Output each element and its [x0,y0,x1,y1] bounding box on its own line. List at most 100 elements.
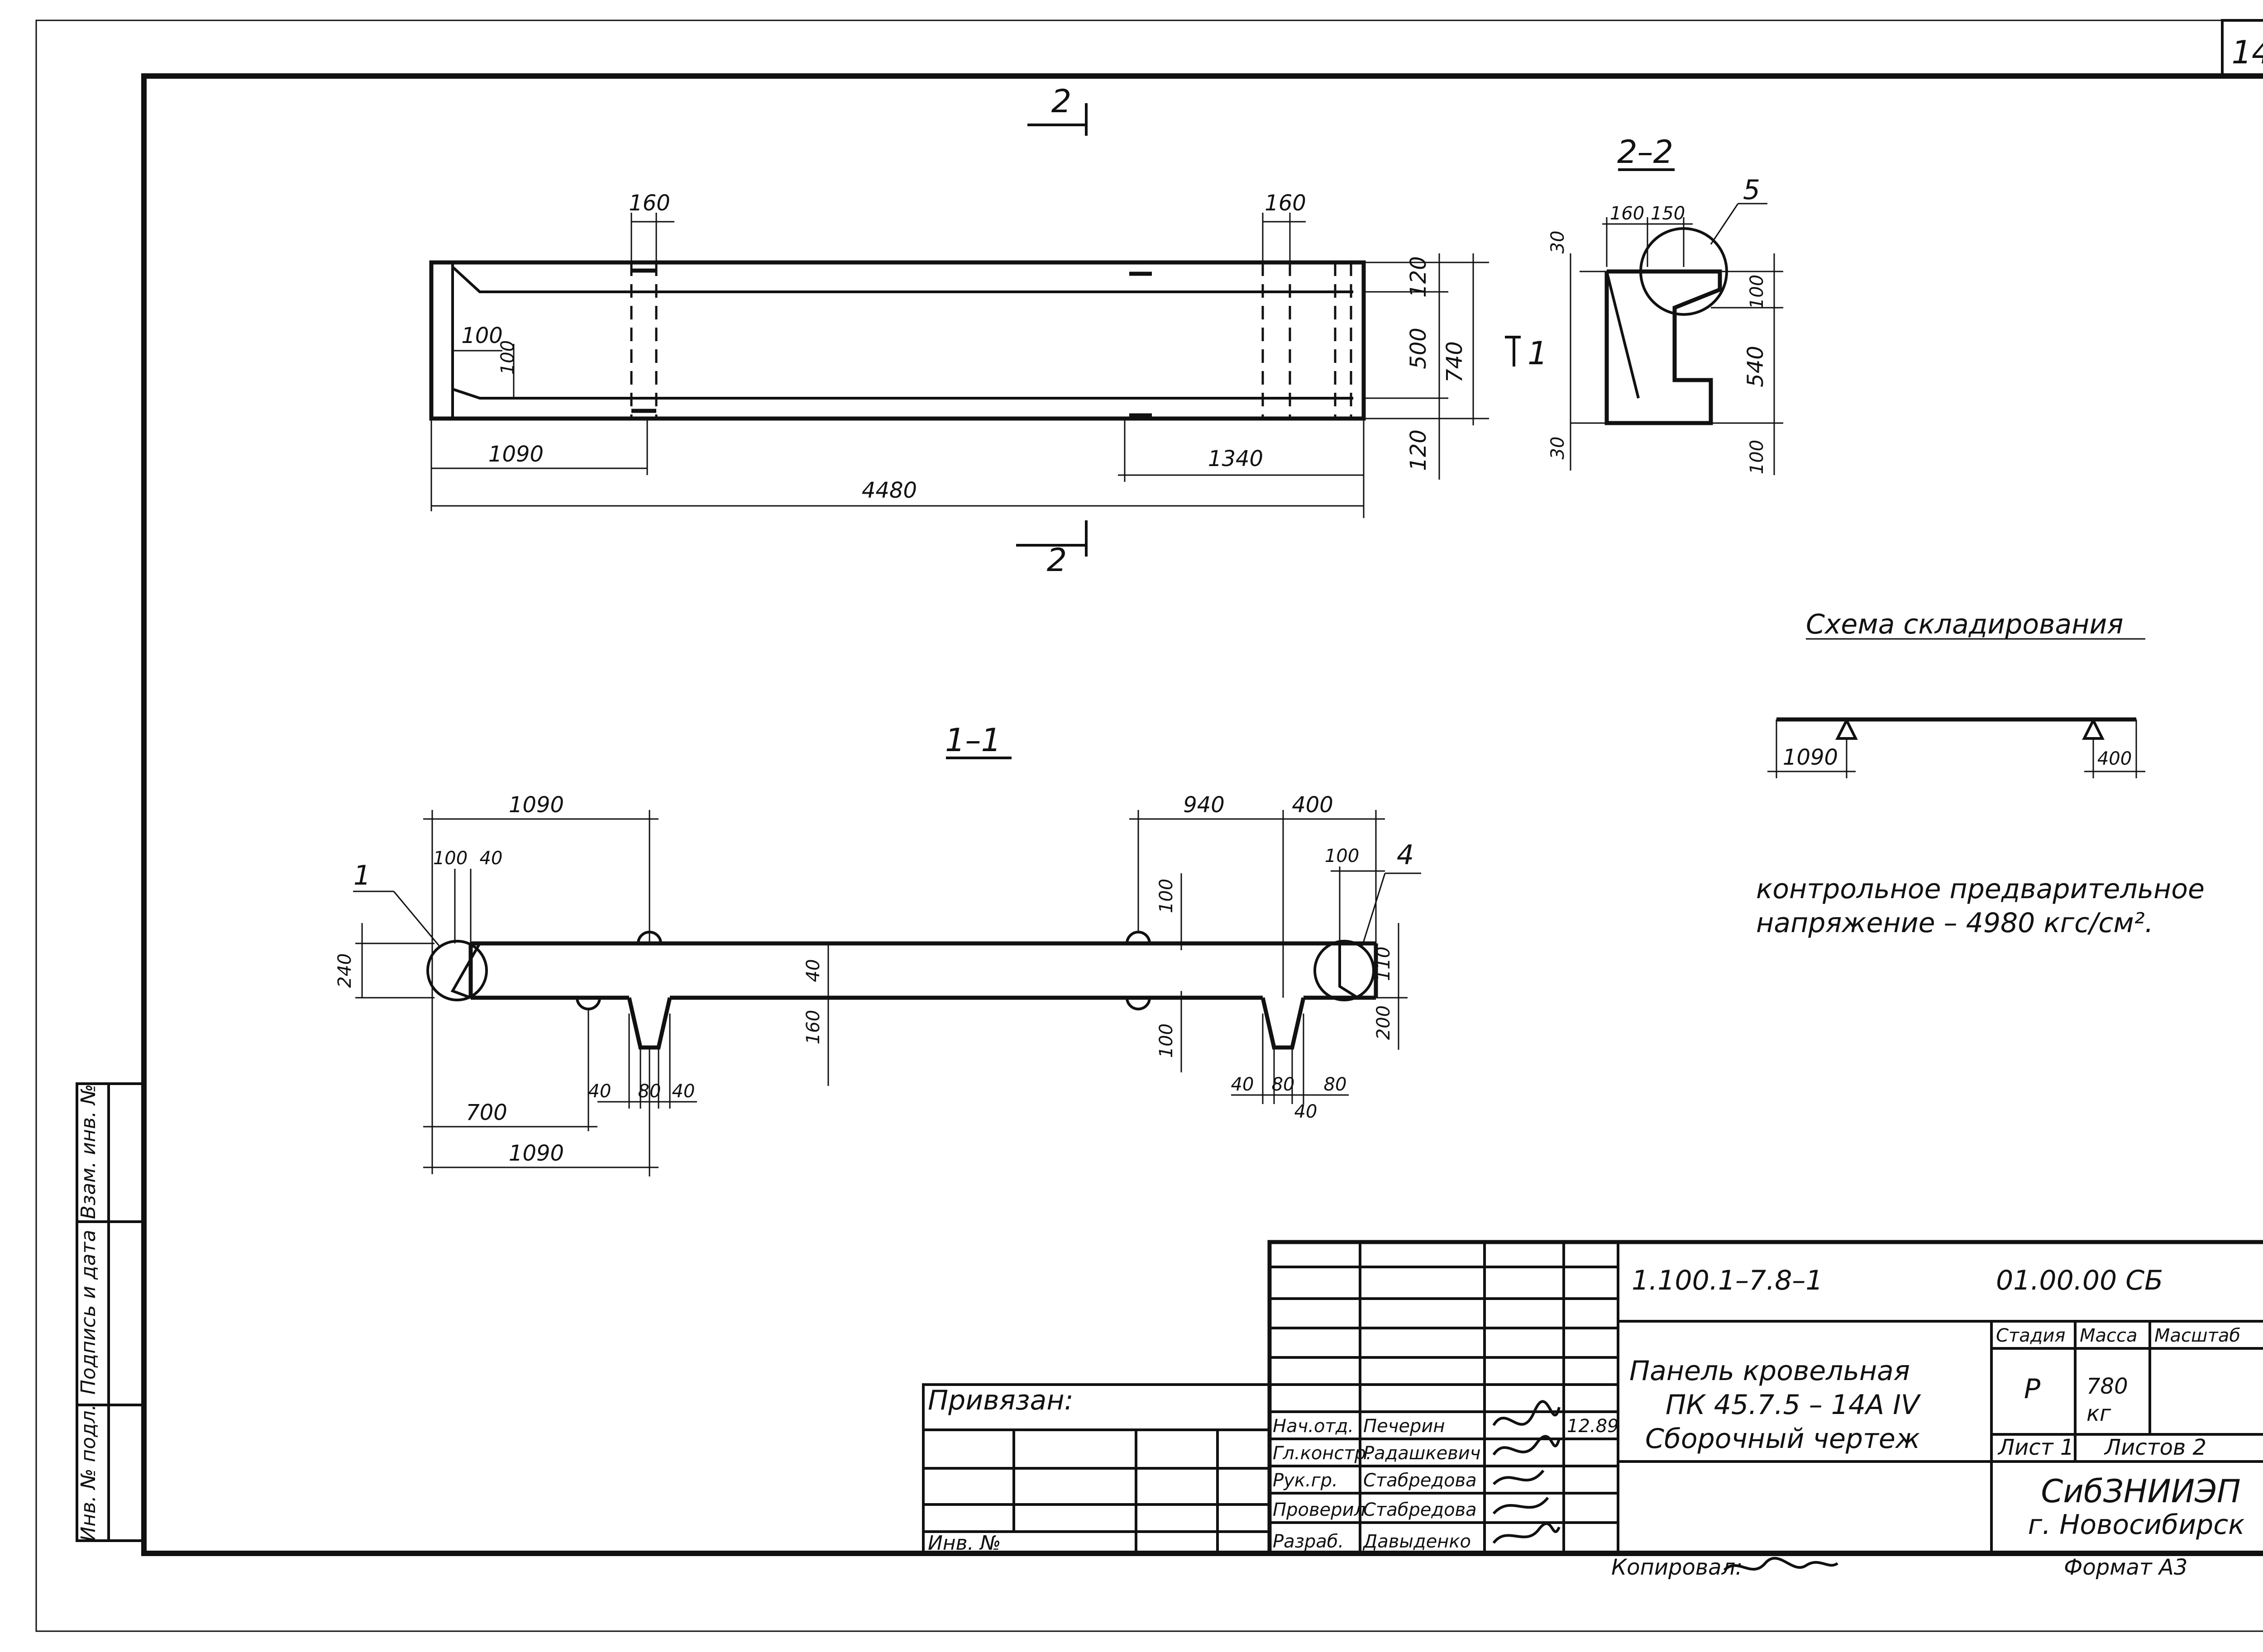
storage-title: Схема складирования [1806,609,2123,640]
dim-1340: 1340 [1208,446,1263,471]
format-label: Формат А3 [2064,1555,2187,1580]
sheet-number: Лист 1 [1997,1435,2074,1460]
cut-label-bottom: 2 [1047,542,1067,579]
dim-s11-1090-top: 1090 [509,792,564,818]
page-number: 14 [2231,34,2263,71]
dim-s11-940: 940 [1183,792,1225,818]
dim-1090: 1090 [488,442,544,467]
dim-s11-1090-bottom: 1090 [509,1141,564,1166]
dim-s11-700: 700 [466,1100,507,1125]
dim-120-top: 120 [1406,256,1431,298]
section-1-1-title: 1–1 [945,722,1001,759]
dim-s11-40-left: 40 [480,848,503,869]
dim-s11-100-bottom-right: 100 [1156,1024,1177,1058]
dim-s22-100-bottom: 100 [1747,440,1767,474]
callout-1: 1 [353,860,371,891]
privyazan-inv: Инв. № [928,1532,1001,1555]
section-marker: 1 [1528,335,1548,372]
doc-code-2: 01.00.00 СБ [1996,1265,2163,1296]
dim-s11-40-d: 40 [1294,1101,1318,1122]
signatures [1492,1400,1561,1544]
role-5: Разраб. [1273,1531,1344,1552]
dim-100: 100 [461,323,503,348]
plan-view: 2 2 1 160 160 100 100 1090 1340 4480 [429,83,1548,579]
side-vzam: Взам. инв. № [77,1084,100,1219]
note-line2: напряжение – 4980 кгс/см². [1756,907,2153,939]
copied-label: Копировал: [1611,1555,1743,1580]
callout-5: 5 [1743,174,1760,206]
title-block: 1.100.1–7.8–1 01.00.00 СБ Панель кровель… [1267,1240,2263,1580]
storage-1090: 1090 [1783,745,1838,770]
dim-s11-80-c: 80 [1324,1074,1347,1095]
dim-s11-160: 160 [803,1010,824,1044]
dim-s22-30-bottom: 30 [1547,437,1568,460]
privyazan-block: Привязан: Инв. № [922,1383,1271,1555]
role-1: Нач.отд. [1273,1416,1354,1437]
title-name-3: Сборочный чертеж [1645,1423,1920,1455]
dim-s11-40-a: 40 [588,1081,611,1102]
mass-unit: кг [2086,1401,2111,1426]
side-podpis: Подпись и дата [77,1230,100,1395]
dim-160-right: 160 [1265,190,1306,216]
dim-s11-40-b: 40 [672,1081,695,1102]
dim-500: 500 [1406,328,1431,369]
sheets-total: Листов 2 [2104,1435,2206,1460]
role-4: Проверил [1273,1500,1365,1520]
col-stage: Стадия [1996,1325,2065,1346]
dim-s11-100-top-right: 100 [1156,879,1177,913]
page-number-box [2221,19,2263,77]
org-city: г. Новосибирск [2028,1509,2245,1541]
storage-scheme: Схема складирования 1090 400 [1767,609,2145,778]
dim-s11-100-left: 100 [433,848,468,869]
dim-s11-110: 110 [1373,947,1394,981]
col-scale: Масштаб [2154,1325,2240,1346]
doc-code: 1.100.1–7.8–1 [1632,1265,1823,1296]
dim-s22-150: 150 [1651,203,1685,224]
dim-s11-80-a: 80 [638,1081,661,1102]
name-4: Стабредова [1363,1500,1477,1520]
outer-border [35,19,2263,1632]
panel-outline [429,260,1366,421]
dim-s11-100-right: 100 [1325,846,1359,866]
dim-s11-240: 240 [334,953,355,988]
mass-value: 780 [2086,1374,2128,1399]
date: 12.89 [1567,1416,1619,1437]
dim-s11-400: 400 [1292,792,1333,818]
cut-label-top: 2 [1051,83,1072,120]
stage-value: Р [2024,1373,2041,1405]
dim-740: 740 [1442,341,1467,383]
copied-signature [1723,1557,1838,1571]
dim-s22-100-top: 100 [1747,275,1767,309]
name-1: Печерин [1363,1416,1445,1437]
role-3: Рук.гр. [1273,1470,1338,1491]
callout-4: 4 [1397,839,1414,871]
dim-s22-30-top: 30 [1547,231,1568,254]
dim-120-bottom: 120 [1406,429,1431,471]
org-name: СибЗНИИЭП [2041,1473,2240,1510]
title-name-1: Панель кровельная [1629,1355,1910,1387]
name-2: Радашкевич [1363,1443,1480,1464]
dim-s11-80-b: 80 [1272,1074,1295,1095]
dim-s11-200: 200 [1373,1005,1394,1040]
section-2-2-profile [1604,269,1722,425]
dim-s11-40-c: 40 [1231,1074,1254,1095]
title-name-2: ПК 45.7.5 – 14А IV [1666,1389,1921,1421]
dim-100-vertical: 100 [497,340,518,375]
privyazan-label: Привязан: [928,1385,1074,1416]
section-1-1: 1–1 1 4 1090 100 40 240 [334,722,1421,1176]
dim-160-left: 160 [629,190,670,216]
side-inv-podl: Инв. № подл. [77,1404,100,1542]
dim-s22-540: 540 [1743,346,1768,387]
role-2: Гл.констр. [1273,1443,1372,1464]
name-3: Стабредова [1363,1470,1477,1491]
side-stamp: Инв. № подл. Подпись и дата Взам. инв. № [76,1082,145,1542]
section-2-2: 2–2 5 160 150 30 100 540 30 100 [1547,133,1783,475]
dim-s11-40-vertical: 40 [803,959,824,982]
col-mass: Масса [2080,1325,2138,1346]
dim-4480: 4480 [862,478,917,503]
section-2-2-title: 2–2 [1617,133,1673,171]
storage-400: 400 [2097,748,2132,769]
dim-s22-160: 160 [1610,203,1644,224]
note-line1: контрольное предварительное [1756,873,2205,905]
